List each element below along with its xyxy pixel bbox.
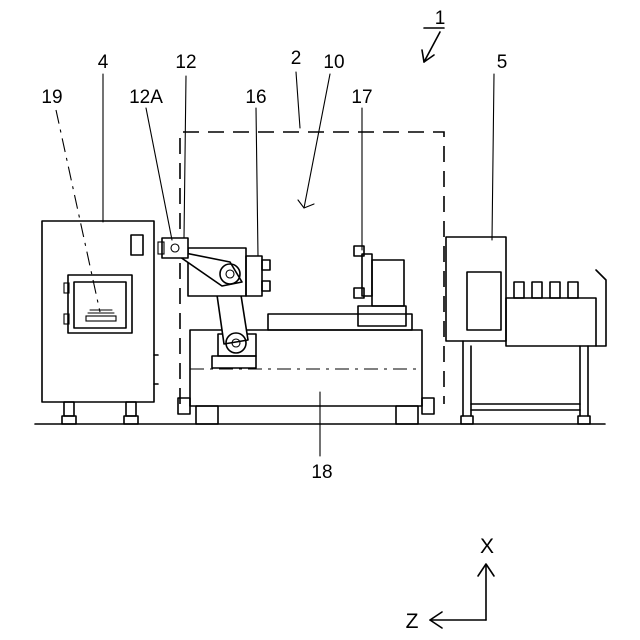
right-unit: [446, 237, 606, 424]
label-17: 17: [351, 87, 372, 108]
label-19: 19: [41, 87, 62, 108]
left-unit: [42, 221, 158, 424]
leader-5: [492, 74, 494, 240]
robot-tool: [246, 256, 270, 296]
workpiece-tray: [86, 316, 116, 321]
robot-hand: [162, 238, 188, 258]
label-1: 1: [435, 8, 446, 29]
arrow-10: [298, 200, 314, 208]
left-unit-window: [68, 275, 132, 333]
label-4: 4: [98, 52, 109, 73]
work-table: [178, 314, 434, 424]
label-10: 10: [323, 52, 344, 73]
z-axis-label: Z: [406, 610, 419, 633]
label-16: 16: [245, 87, 266, 108]
label-18: 18: [311, 462, 332, 483]
robot: [158, 238, 256, 368]
leader-12: [184, 76, 186, 238]
x-axis-label: X: [480, 535, 494, 558]
axis-indicator: X Z: [406, 535, 494, 633]
reference-labels: 1 4 12 2 10 5 19 12A 16 17 18: [41, 8, 507, 483]
label-5: 5: [497, 52, 508, 73]
leader-2: [296, 72, 300, 128]
arrow-1-shaft: [424, 32, 440, 62]
label-12a: 12A: [129, 87, 163, 108]
leader-10: [304, 74, 330, 208]
label-2: 2: [291, 48, 302, 69]
leader-lines: [56, 28, 494, 456]
label-12: 12: [175, 52, 196, 73]
leader-16: [256, 108, 258, 256]
